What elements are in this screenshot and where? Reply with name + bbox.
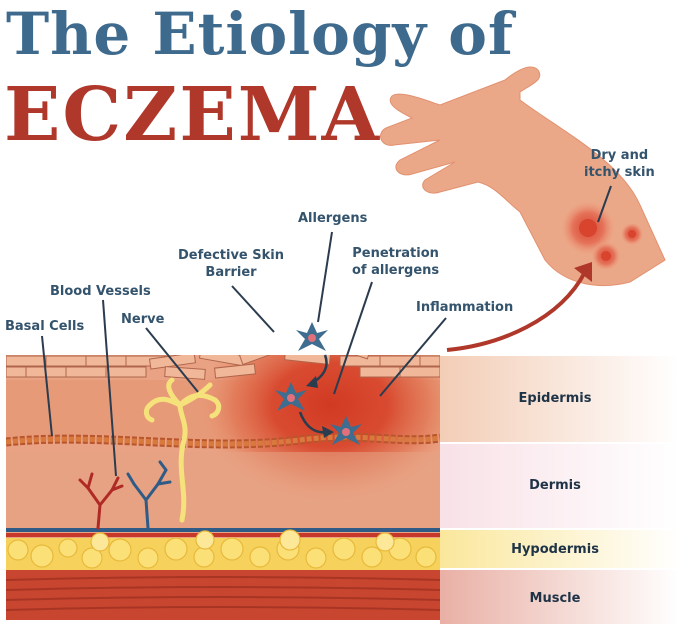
- label-dry-itchy: Dry and itchy skin: [584, 147, 655, 181]
- blood-vessels: [78, 460, 172, 530]
- band-dermis: [440, 444, 679, 528]
- nerve: [143, 377, 222, 523]
- band-muscle: [440, 570, 679, 624]
- title-line-2: ECZEMA: [4, 72, 382, 158]
- label-blood-vessels: Blood Vessels: [50, 284, 151, 299]
- allergen-outside: [296, 322, 328, 351]
- label-basal-cells: Basal Cells: [5, 319, 85, 334]
- layer-label-hypodermis: Hypodermis: [511, 542, 599, 557]
- label-defective-barrier-text: Defective Skin Barrier: [178, 248, 284, 280]
- label-dry-itchy-text: Dry and itchy skin: [584, 148, 655, 180]
- allergen-deep: [330, 416, 362, 445]
- layer-label-dermis: Dermis: [529, 478, 581, 493]
- leader-lines: [41, 185, 612, 477]
- layer-label-epidermis: Epidermis: [518, 391, 592, 406]
- arrow-head: [574, 262, 592, 282]
- skin-cross-section: [6, 355, 440, 620]
- label-penetration-text: Penetration of allergens: [352, 246, 440, 278]
- arrow-to-hand: [446, 271, 587, 352]
- title-line-1: The Etiology of: [6, 0, 514, 68]
- band-hypodermis: [440, 530, 679, 568]
- allergen-penetrating: [275, 382, 307, 411]
- band-epidermis: [440, 356, 679, 442]
- label-penetration: Penetration of allergens: [352, 245, 439, 279]
- label-nerve: Nerve: [121, 312, 165, 327]
- label-defective-barrier: Defective Skin Barrier: [178, 247, 284, 281]
- label-inflammation: Inflammation: [416, 300, 514, 315]
- label-allergens: Allergens: [298, 211, 368, 226]
- layer-label-muscle: Muscle: [529, 591, 581, 606]
